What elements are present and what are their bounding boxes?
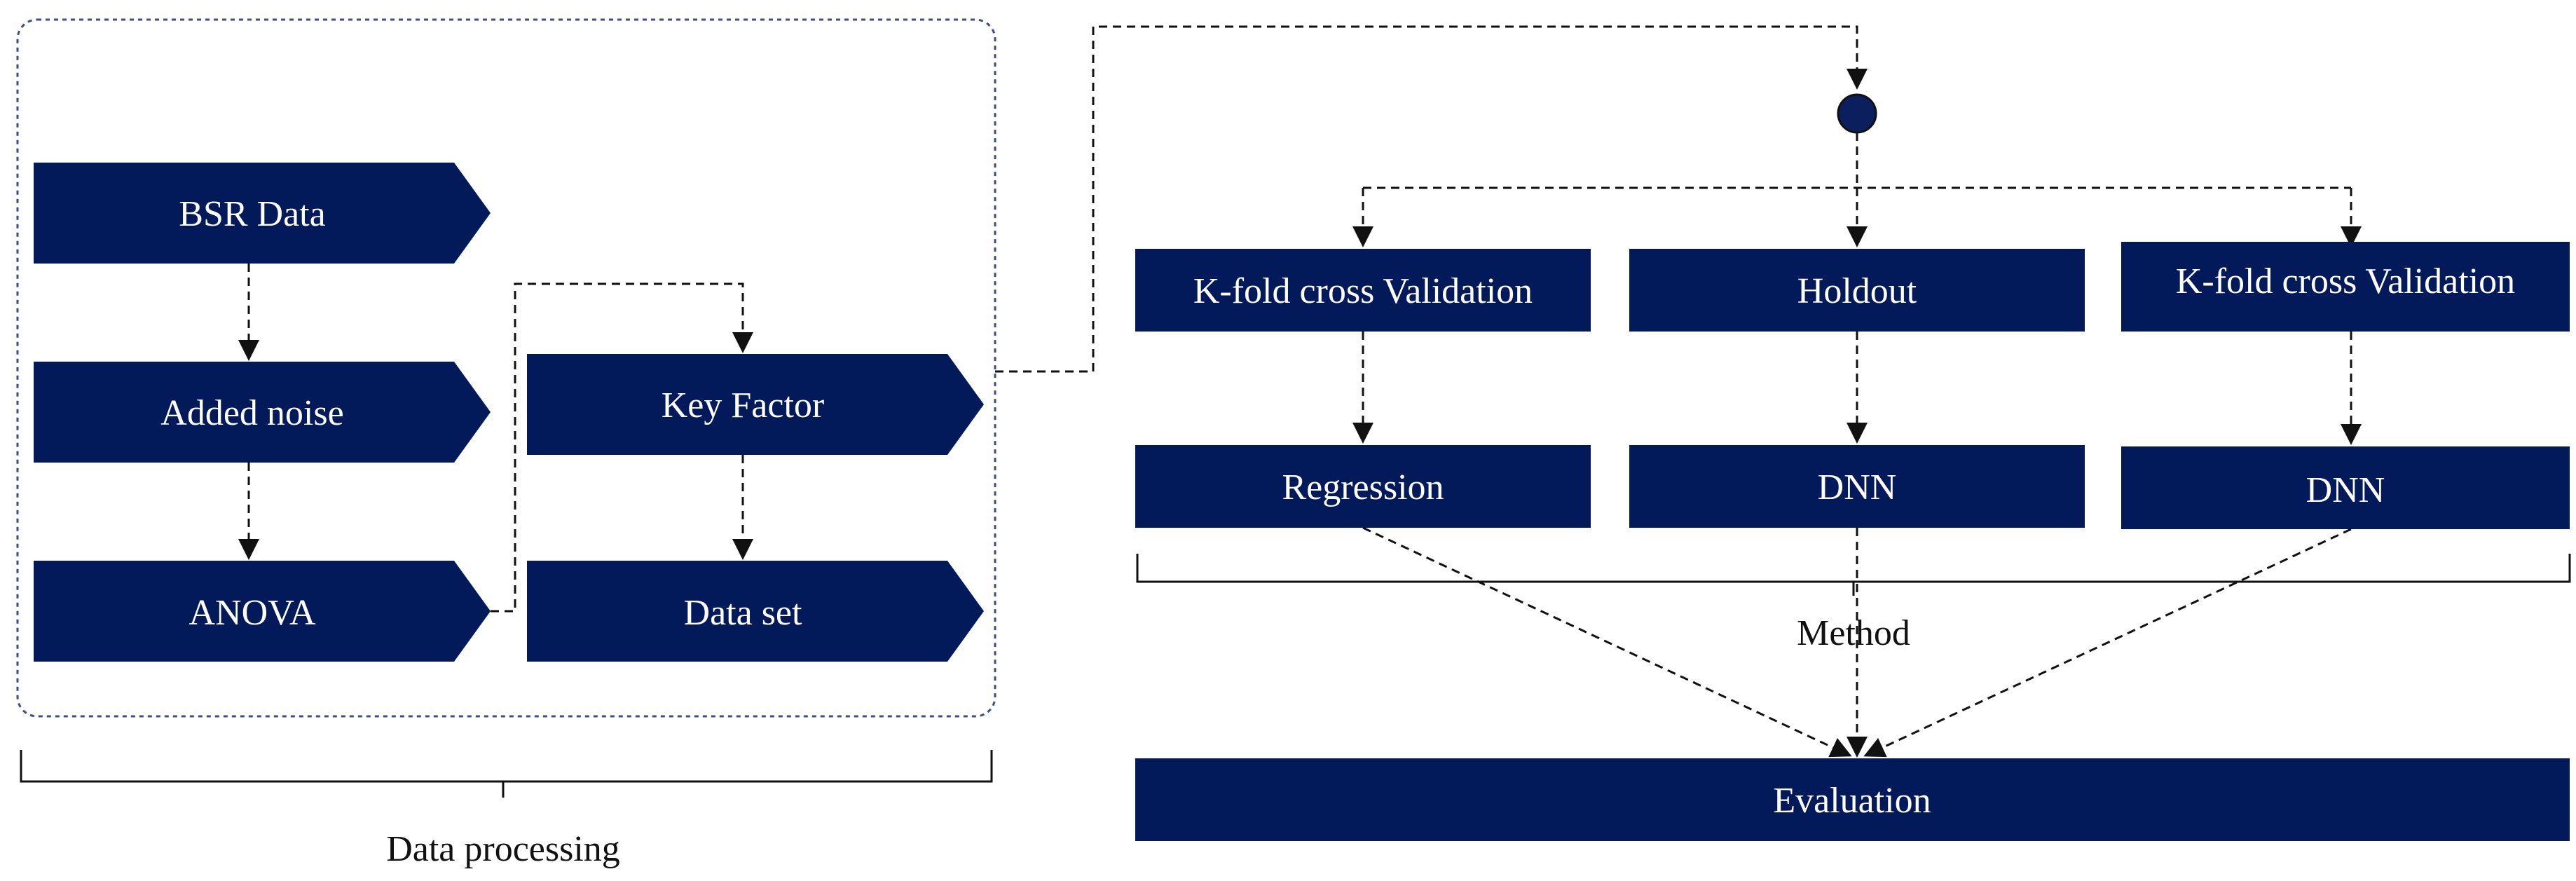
added-noise-label: Added noise — [160, 393, 343, 433]
connector-data-processing-to-method — [995, 25, 1868, 373]
junction-node — [1837, 93, 1877, 134]
method-group-label: Method — [1797, 613, 1910, 653]
regression-node: Regression — [1135, 445, 1591, 528]
anova-node: ANOVA — [34, 561, 491, 662]
kfold-right-label: K-fold cross Validation — [2176, 261, 2515, 301]
evaluation-node: Evaluation — [1135, 758, 2570, 841]
key-factor-node: Key Factor — [527, 354, 984, 455]
connector-anova-to-key-factor — [491, 282, 753, 613]
method-brace — [1136, 554, 2571, 596]
regression-label: Regression — [1282, 467, 1444, 507]
arrow-dnn-right-to-evaluation — [1863, 528, 2352, 758]
dnn-right-label: DNN — [2306, 470, 2385, 510]
data-set-label: Data set — [684, 593, 802, 633]
anova-label: ANOVA — [189, 593, 316, 633]
data-set-node: Data set — [527, 561, 984, 662]
kfold-left-node: K-fold cross Validation — [1135, 249, 1591, 332]
arrow-regression-to-evaluation — [1362, 526, 1852, 758]
evaluation-label: Evaluation — [1773, 781, 1931, 821]
key-factor-label: Key Factor — [662, 385, 824, 425]
bsr-data-node: BSR Data — [34, 163, 491, 264]
holdout-node: Holdout — [1629, 249, 2085, 332]
dnn-center-label: DNN — [1818, 467, 1897, 507]
data-processing-group-border — [16, 18, 996, 718]
kfold-right-node: K-fold cross Validation — [2121, 242, 2570, 332]
bsr-data-label: BSR Data — [179, 194, 325, 234]
holdout-label: Holdout — [1797, 271, 1917, 311]
data-processing-group-label: Data processing — [386, 829, 620, 869]
kfold-left-label: K-fold cross Validation — [1193, 271, 1533, 311]
dnn-right-node: DNN — [2121, 446, 2570, 529]
dnn-center-node: DNN — [1629, 445, 2085, 528]
data-processing-brace — [20, 750, 993, 798]
added-noise-node: Added noise — [34, 362, 491, 463]
